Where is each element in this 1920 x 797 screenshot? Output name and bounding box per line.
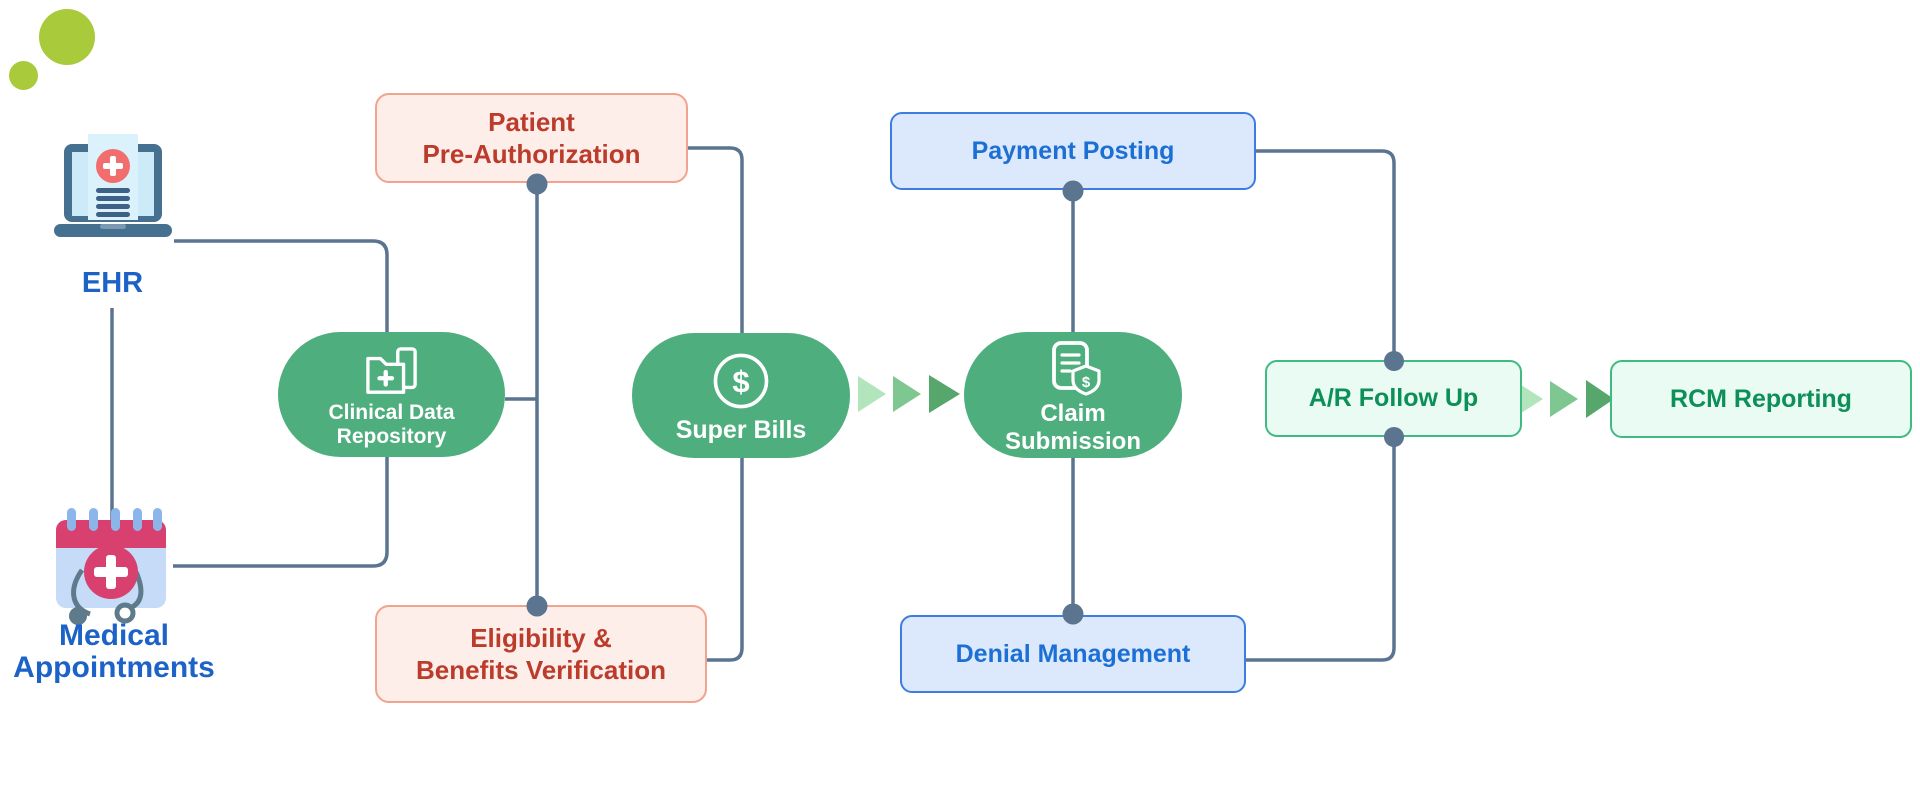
- claim-document-shield-icon: $: [1052, 341, 1101, 397]
- medical-folder-icon: [365, 347, 417, 395]
- node-label-line1: Eligibility &: [470, 622, 612, 653]
- medical-calendar-stethoscope-icon: [56, 508, 166, 625]
- arrow-triangle-light: [858, 376, 886, 412]
- node-label-line2: Benefits Verification: [416, 655, 666, 685]
- node-label-line1: Clinical Data: [328, 401, 455, 425]
- super-bills-node: $ Super Bills: [632, 333, 850, 458]
- node-label-line2: Repository: [336, 425, 447, 448]
- connector-denial-to-ar: [1246, 437, 1396, 662]
- medical-appointments-label: Medical Appointments: [13, 619, 215, 684]
- node-label-line2: Pre-Authorization: [422, 139, 641, 169]
- dollar-circle-icon: $: [713, 353, 769, 409]
- dollar-glyph: $: [732, 364, 749, 399]
- claim-submission-node: $ Claim Submission: [964, 332, 1182, 458]
- arrow-triangle-mid: [1550, 381, 1578, 417]
- logo-dot-large: [39, 9, 95, 65]
- denial-management-node: Denial Management: [900, 615, 1246, 693]
- node-label: Super Bills: [675, 416, 807, 444]
- dollar-glyph: $: [1082, 374, 1091, 391]
- node-label: Payment Posting: [971, 136, 1175, 165]
- laptop-medical-record-icon: [54, 134, 172, 237]
- node-label: A/R Follow Up: [1308, 384, 1479, 412]
- connector-payment-to-ar: [1256, 149, 1396, 361]
- patient-pre-authorization-node: Patient Pre-Authorization: [375, 93, 688, 183]
- arrow-triangle-dark: [929, 375, 960, 413]
- ar-follow-up-node: A/R Follow Up: [1265, 360, 1522, 437]
- ehr-node: [48, 134, 178, 253]
- logo-dot-small: [9, 61, 38, 90]
- arrow-triangle-mid: [893, 376, 921, 412]
- node-label-line1: Patient: [488, 106, 575, 137]
- node-label: RCM Reporting: [1670, 384, 1852, 413]
- eligibility-benefits-verification-node: Eligibility & Benefits Verification: [375, 605, 707, 703]
- ehr-label: EHR: [81, 267, 144, 299]
- node-label: Denial Management: [955, 639, 1191, 668]
- node-label-line2: Submission: [1004, 428, 1142, 455]
- node-label-line1: Claim: [1040, 400, 1106, 428]
- payment-posting-node: Payment Posting: [890, 112, 1256, 190]
- rcm-reporting-node: RCM Reporting: [1610, 360, 1912, 438]
- clinical-data-repository-node: Clinical Data Repository: [278, 332, 505, 457]
- medical-appointments-node: [52, 506, 174, 633]
